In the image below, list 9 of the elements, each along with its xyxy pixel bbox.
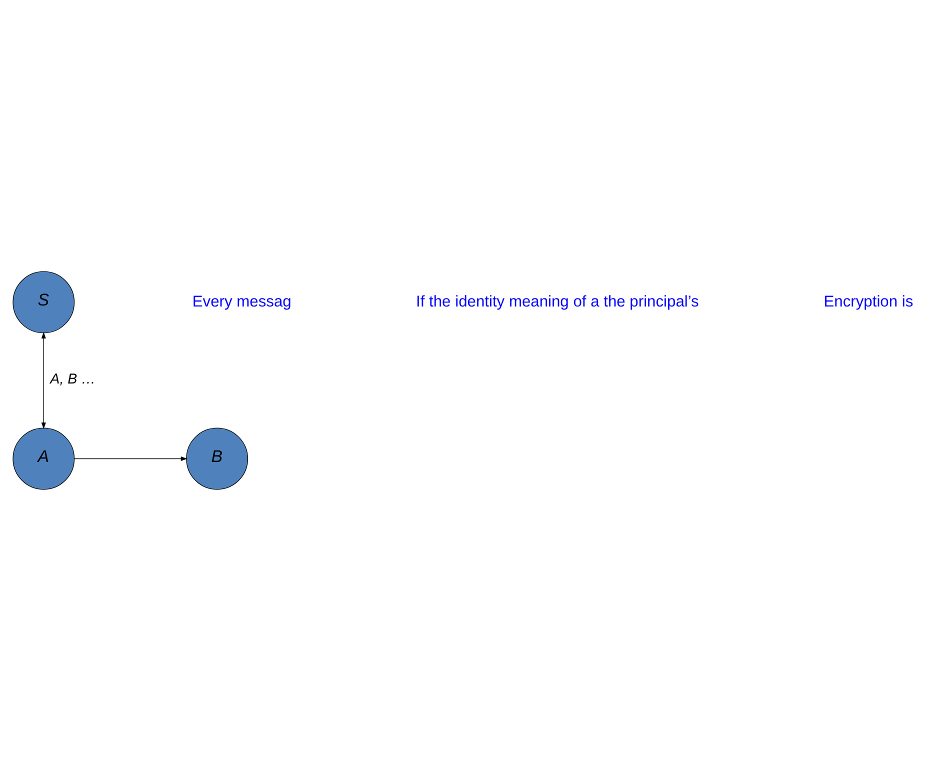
label: If the identity meaning of a the principal’s	[416, 292, 698, 310]
label: Encryption is	[823, 292, 913, 310]
edge-label: A, B …	[50, 371, 96, 387]
node-circle: S	[12, 270, 74, 333]
node-circle: A	[12, 427, 74, 490]
arrow	[73, 456, 187, 461]
arrow	[40, 332, 46, 429]
node-circle: B	[186, 427, 248, 490]
label: Every messag	[192, 292, 291, 310]
